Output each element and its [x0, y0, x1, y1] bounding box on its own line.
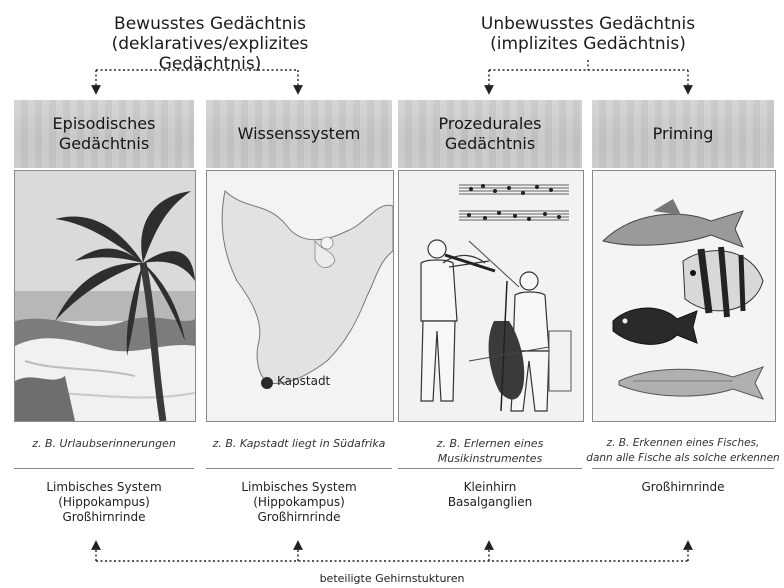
- header-knowledge: Wissenssystem: [206, 100, 392, 168]
- divider-priming: [592, 468, 774, 469]
- kapstadt-marker-icon: [261, 377, 273, 389]
- caption-procedural-line2: Musikinstrumentes: [398, 451, 582, 466]
- structures-episodic-line1: Limbisches System: [14, 480, 194, 495]
- illustration-map: Kapstadt: [206, 170, 394, 422]
- unconscious-title-line2: (implizites Gedächtnis): [458, 34, 718, 54]
- caption-priming-line1: z. B. Erkennen eines Fisches,: [584, 436, 782, 451]
- header-procedural-line1: Prozedurales: [439, 114, 542, 134]
- divider-knowledge: [206, 468, 392, 469]
- header-episodic-line2: Gedächtnis: [53, 134, 156, 154]
- structures-procedural-line1: Kleinhirn: [398, 480, 582, 495]
- conscious-memory-title: Bewusstes Gedächtnis (deklaratives/expli…: [60, 14, 360, 74]
- structures-knowledge-line3: Großhirnrinde: [206, 510, 392, 525]
- header-priming: Priming: [592, 100, 774, 168]
- structures-procedural: Kleinhirn Basalganglien: [398, 480, 582, 510]
- illustration-musicians: [398, 170, 584, 422]
- structures-priming-line1: Großhirnrinde: [592, 480, 774, 495]
- header-knowledge-line1: Wissenssystem: [238, 124, 361, 144]
- structures-episodic-line2: (Hippokampus): [14, 495, 194, 510]
- caption-procedural: z. B. Erlernen eines Musikinstrumentes: [398, 436, 582, 466]
- caption-episodic-line1: z. B. Urlaubserinnerungen: [14, 436, 194, 451]
- caption-knowledge-line1: z. B. Kapstadt liegt in Südafrika: [206, 436, 392, 451]
- unconscious-memory-title: Unbewusstes Gedächtnis (implizites Gedäc…: [458, 14, 718, 54]
- divider-episodic: [14, 468, 194, 469]
- structures-knowledge-line1: Limbisches System: [206, 480, 392, 495]
- caption-knowledge: z. B. Kapstadt liegt in Südafrika: [206, 436, 392, 451]
- conscious-title-line1: Bewusstes Gedächtnis: [60, 14, 360, 34]
- structures-episodic-line3: Großhirnrinde: [14, 510, 194, 525]
- structures-procedural-line2: Basalganglien: [398, 495, 582, 510]
- caption-priming-line2: dann alle Fische als solche erkennen: [584, 451, 782, 466]
- kapstadt-label: Kapstadt: [277, 374, 330, 388]
- header-priming-line1: Priming: [653, 124, 714, 144]
- structures-priming: Großhirnrinde: [592, 480, 774, 495]
- structures-knowledge-line2: (Hippokampus): [206, 495, 392, 510]
- caption-episodic: z. B. Urlaubserinnerungen: [14, 436, 194, 451]
- structures-episodic: Limbisches System (Hippokampus) Großhirn…: [14, 480, 194, 525]
- unconscious-title-line1: Unbewusstes Gedächtnis: [458, 14, 718, 34]
- footer-brain-structures-label: beteiligte Gehirnstukturen: [0, 572, 784, 585]
- illustration-fishes: [592, 170, 776, 422]
- caption-priming: z. B. Erkennen eines Fisches, dann alle …: [584, 436, 782, 466]
- caption-procedural-line1: z. B. Erlernen eines: [398, 436, 582, 451]
- divider-procedural: [398, 468, 582, 469]
- header-procedural-line2: Gedächtnis: [439, 134, 542, 154]
- header-episodic-line1: Episodisches: [53, 114, 156, 134]
- structures-knowledge: Limbisches System (Hippokampus) Großhirn…: [206, 480, 392, 525]
- illustration-palm-beach: [14, 170, 196, 422]
- conscious-title-line2: (deklaratives/explizites Gedächtnis): [60, 34, 360, 74]
